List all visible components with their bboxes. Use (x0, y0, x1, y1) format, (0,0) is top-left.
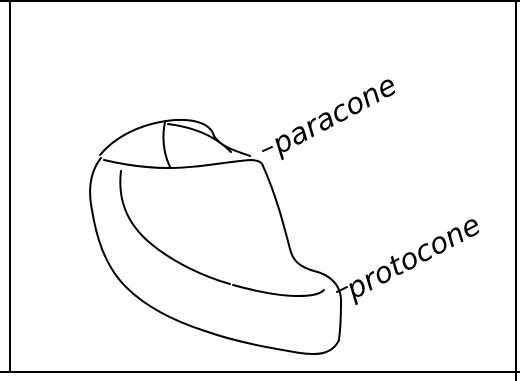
paracone-pointer (263, 147, 272, 151)
paracone-cusp (168, 124, 231, 152)
lower-fold (233, 285, 324, 296)
crown-ridge (163, 122, 170, 167)
left-wall (90, 158, 205, 331)
crown-inner-rim (104, 160, 263, 168)
right-wall (263, 166, 314, 271)
paracone-label: paracone (265, 67, 402, 161)
protocone-label: protocone (339, 207, 486, 307)
root-bottom-outline (205, 331, 339, 354)
inner-fold (120, 171, 230, 284)
protocone-bulge (314, 271, 341, 340)
